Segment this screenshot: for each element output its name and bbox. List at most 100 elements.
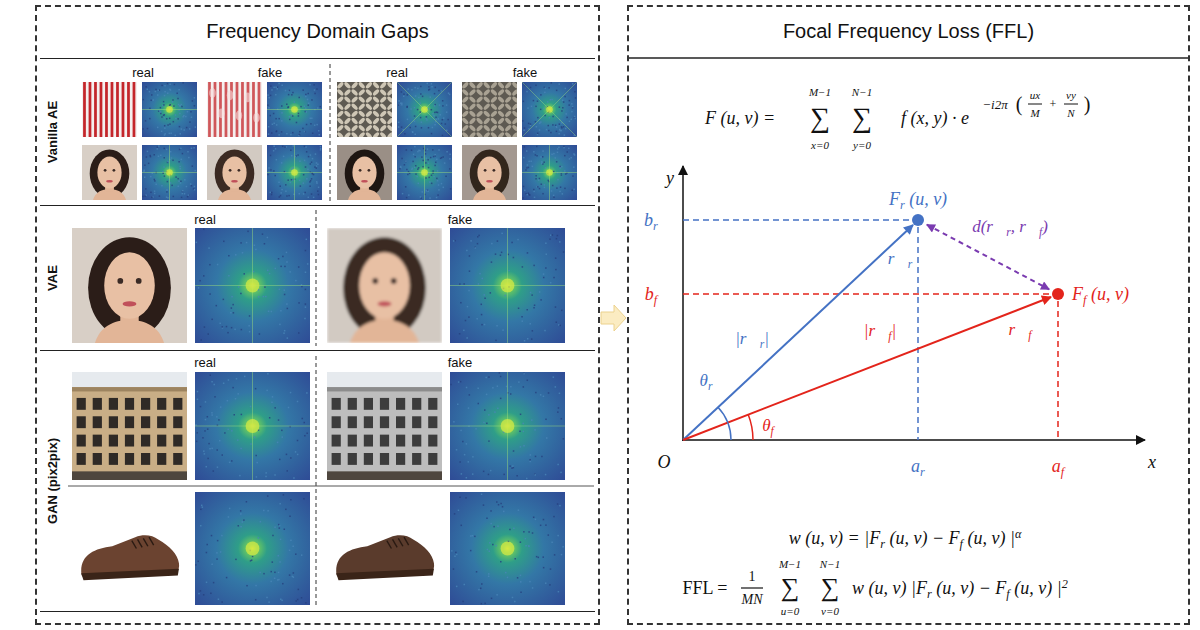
ellipse-shape xyxy=(123,301,137,306)
rect-shape xyxy=(414,133,416,135)
text-run: vy xyxy=(1066,89,1076,101)
rect-shape xyxy=(419,102,421,104)
ellipse-shape xyxy=(365,96,373,104)
rect-shape xyxy=(147,89,149,91)
rect-shape xyxy=(295,600,297,602)
rect-shape xyxy=(177,185,179,187)
text-run: d(r⃗ xyxy=(972,217,1006,236)
rect-shape xyxy=(279,525,281,527)
rect-shape xyxy=(299,180,301,182)
rect-shape xyxy=(315,153,317,155)
rect-shape xyxy=(508,270,510,272)
rect-shape xyxy=(312,132,314,134)
rect-shape xyxy=(310,154,312,156)
circle-shape xyxy=(166,169,173,176)
rect-shape xyxy=(144,164,146,166)
rect-shape xyxy=(522,423,524,425)
rect-shape xyxy=(238,525,240,527)
rect-shape xyxy=(299,193,301,195)
rect-shape xyxy=(205,466,207,468)
building-picture-clip xyxy=(72,372,187,480)
rect-shape xyxy=(194,186,196,188)
rect-shape xyxy=(535,474,537,476)
rect-shape xyxy=(198,287,200,289)
rect-shape xyxy=(454,240,456,242)
rect-shape xyxy=(145,194,147,196)
rect-shape xyxy=(166,118,168,120)
rect-shape xyxy=(207,82,262,137)
rect-shape xyxy=(270,85,272,87)
ellipse-shape xyxy=(365,124,373,132)
rect-shape xyxy=(178,89,180,91)
rect-shape xyxy=(445,123,447,125)
rect-shape xyxy=(546,437,548,439)
rect-shape xyxy=(241,329,243,331)
rect-shape xyxy=(125,453,134,465)
rect-shape xyxy=(191,185,193,187)
rect-shape xyxy=(211,381,213,383)
text-run: FFL = xyxy=(683,578,728,598)
rect-shape xyxy=(192,100,194,102)
rect-shape xyxy=(559,106,561,108)
formula-text: ux xyxy=(1030,90,1040,101)
rect-shape xyxy=(548,87,550,89)
ellipse-shape xyxy=(504,110,512,118)
rect-shape xyxy=(155,91,157,93)
rect-shape xyxy=(348,398,357,410)
rect-shape xyxy=(300,106,302,108)
rect-shape xyxy=(248,325,250,327)
spectrum-image xyxy=(450,492,565,605)
spectrum-image xyxy=(195,228,310,343)
rect-shape xyxy=(534,197,536,199)
line-shape xyxy=(397,82,452,137)
rect-shape xyxy=(488,414,490,416)
rect-shape xyxy=(207,333,209,335)
rect-shape xyxy=(405,161,407,163)
rect-shape xyxy=(522,120,524,122)
rect-shape xyxy=(563,251,565,253)
rect-shape xyxy=(553,153,555,155)
rect-shape xyxy=(509,465,511,467)
rect-shape xyxy=(171,157,173,159)
ellipse-shape xyxy=(337,117,344,125)
rect-shape xyxy=(207,416,209,418)
rect-shape xyxy=(575,97,577,99)
rect-shape xyxy=(280,195,282,197)
text-run: v=0 xyxy=(821,605,839,617)
rect-shape xyxy=(180,168,182,170)
rect-shape xyxy=(524,146,526,148)
rect-shape xyxy=(420,86,422,88)
rect-shape xyxy=(163,166,165,168)
face-picture xyxy=(337,145,392,200)
rect-shape xyxy=(182,153,184,155)
rect-shape xyxy=(296,122,298,124)
rect-shape xyxy=(170,151,172,153)
rect-shape xyxy=(153,99,155,101)
rect-shape xyxy=(432,127,434,128)
ellipse-shape xyxy=(372,117,380,125)
rect-shape xyxy=(425,118,427,120)
rect-shape xyxy=(240,242,242,244)
projection-line xyxy=(683,220,918,440)
rect-shape xyxy=(163,101,165,103)
rect-shape xyxy=(301,554,303,556)
face-picture xyxy=(82,145,137,200)
rect-shape xyxy=(435,162,437,164)
rect-shape xyxy=(543,161,545,163)
rect-shape xyxy=(438,90,440,92)
rect-shape xyxy=(306,432,308,434)
rect-shape xyxy=(169,133,171,135)
rect-shape xyxy=(152,196,154,198)
woven-picture xyxy=(461,81,519,139)
rect-shape xyxy=(279,561,281,563)
rect-shape xyxy=(180,104,182,106)
rect-shape xyxy=(200,590,202,592)
rect-shape xyxy=(544,88,546,90)
rect-shape xyxy=(290,457,292,459)
ellipse-shape xyxy=(462,103,469,111)
line-shape xyxy=(143,538,148,546)
text-run: θ xyxy=(762,416,770,435)
rect-shape xyxy=(180,182,182,184)
rect-shape xyxy=(412,161,414,163)
